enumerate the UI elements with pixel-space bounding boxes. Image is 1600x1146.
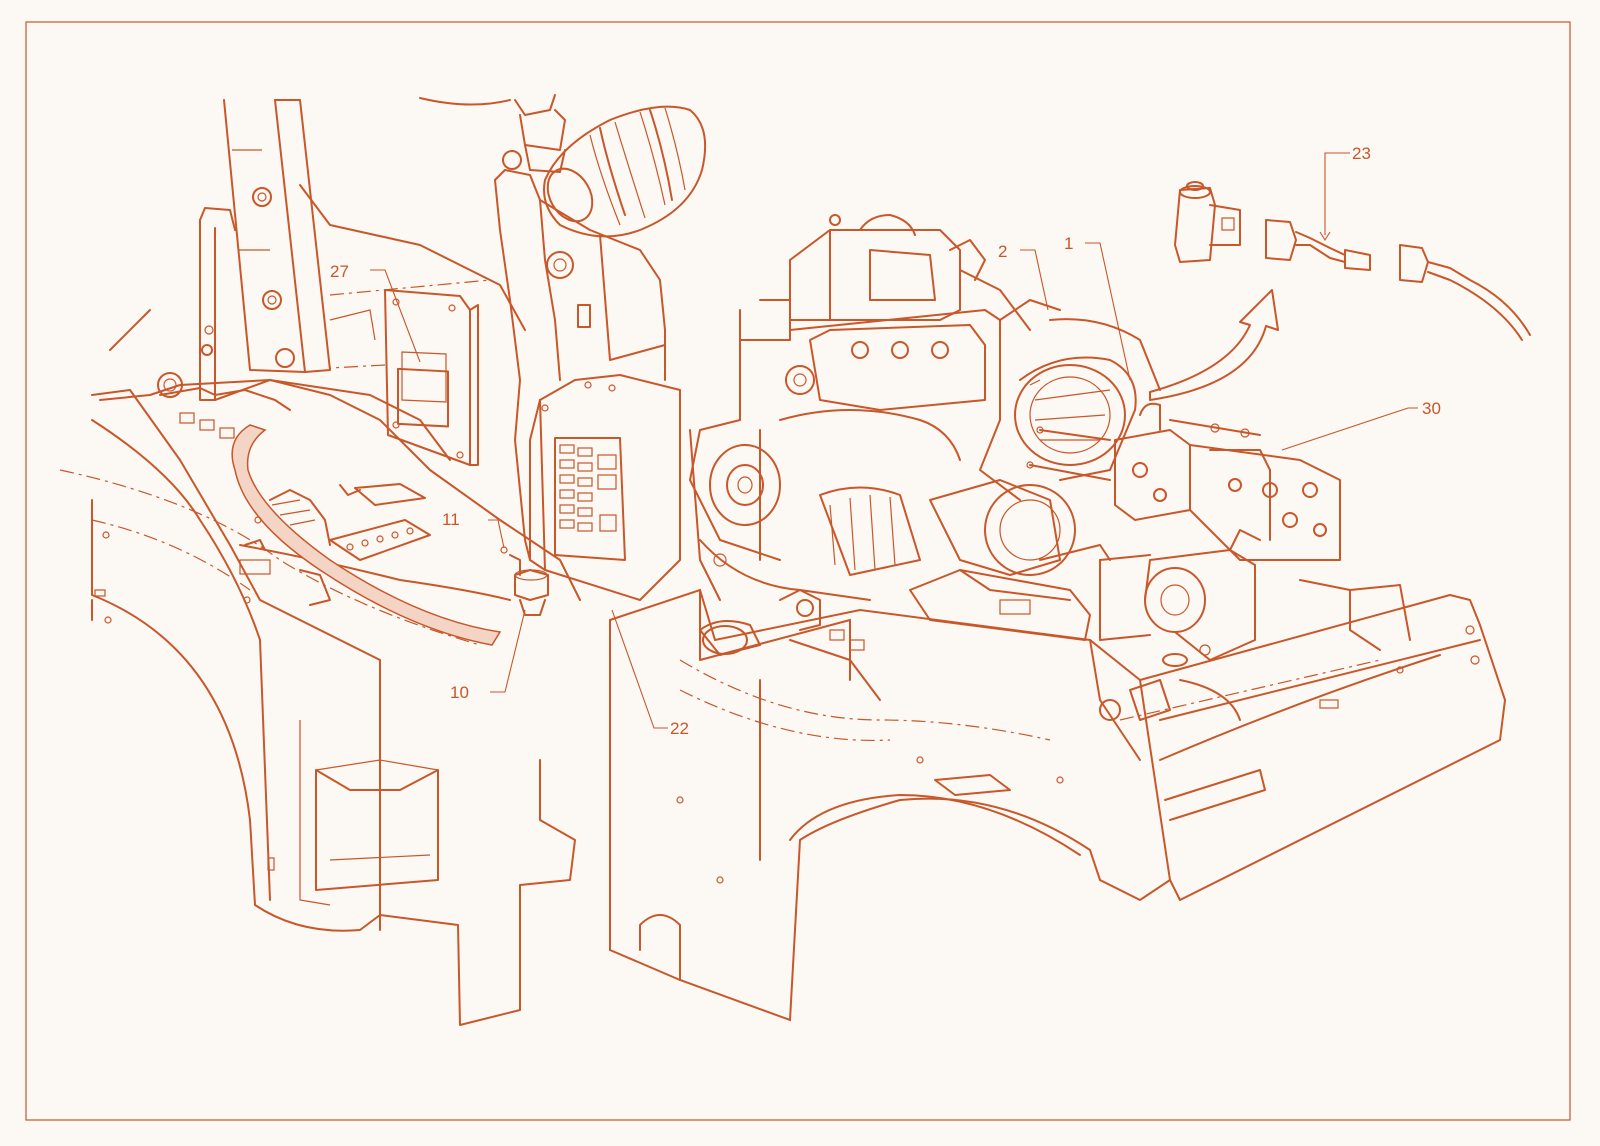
callout-label-2: 2 [998,242,1007,261]
right-chassis-frame [1119,579,1506,901]
detail-arrow [1149,289,1279,401]
lower-bracketry [699,589,1241,721]
control-box-27 [329,279,491,466]
callout-label-10: 10 [450,683,469,702]
callout-label-22: 22 [670,719,689,738]
callout-label-1: 1 [1064,234,1073,253]
steering-column [419,94,666,561]
callout-label-23: 23 [1352,144,1371,163]
frame-border [25,21,1571,1121]
wiring-harness [231,424,502,646]
radiator-fan [999,299,1161,481]
cab-floor-plate [59,372,581,646]
solenoid-connector-detail [1174,181,1531,341]
fuse-panel [529,374,681,601]
hydraulic-pump [1099,529,1261,661]
front-cover-box [609,588,1172,1022]
callout-label-11: 11 [442,510,460,529]
callout-label-30: 30 [1422,399,1441,418]
air-filter [543,105,707,238]
mast-column [223,99,331,373]
engine-block [689,214,1076,601]
callout-leaders [370,152,1418,729]
cab-rear-wall [109,184,526,461]
battery-tray [909,544,1111,641]
left-chassis-side-panel [91,389,576,1026]
accelerator-sensor [500,546,549,616]
callout-label-27: 27 [330,262,349,281]
